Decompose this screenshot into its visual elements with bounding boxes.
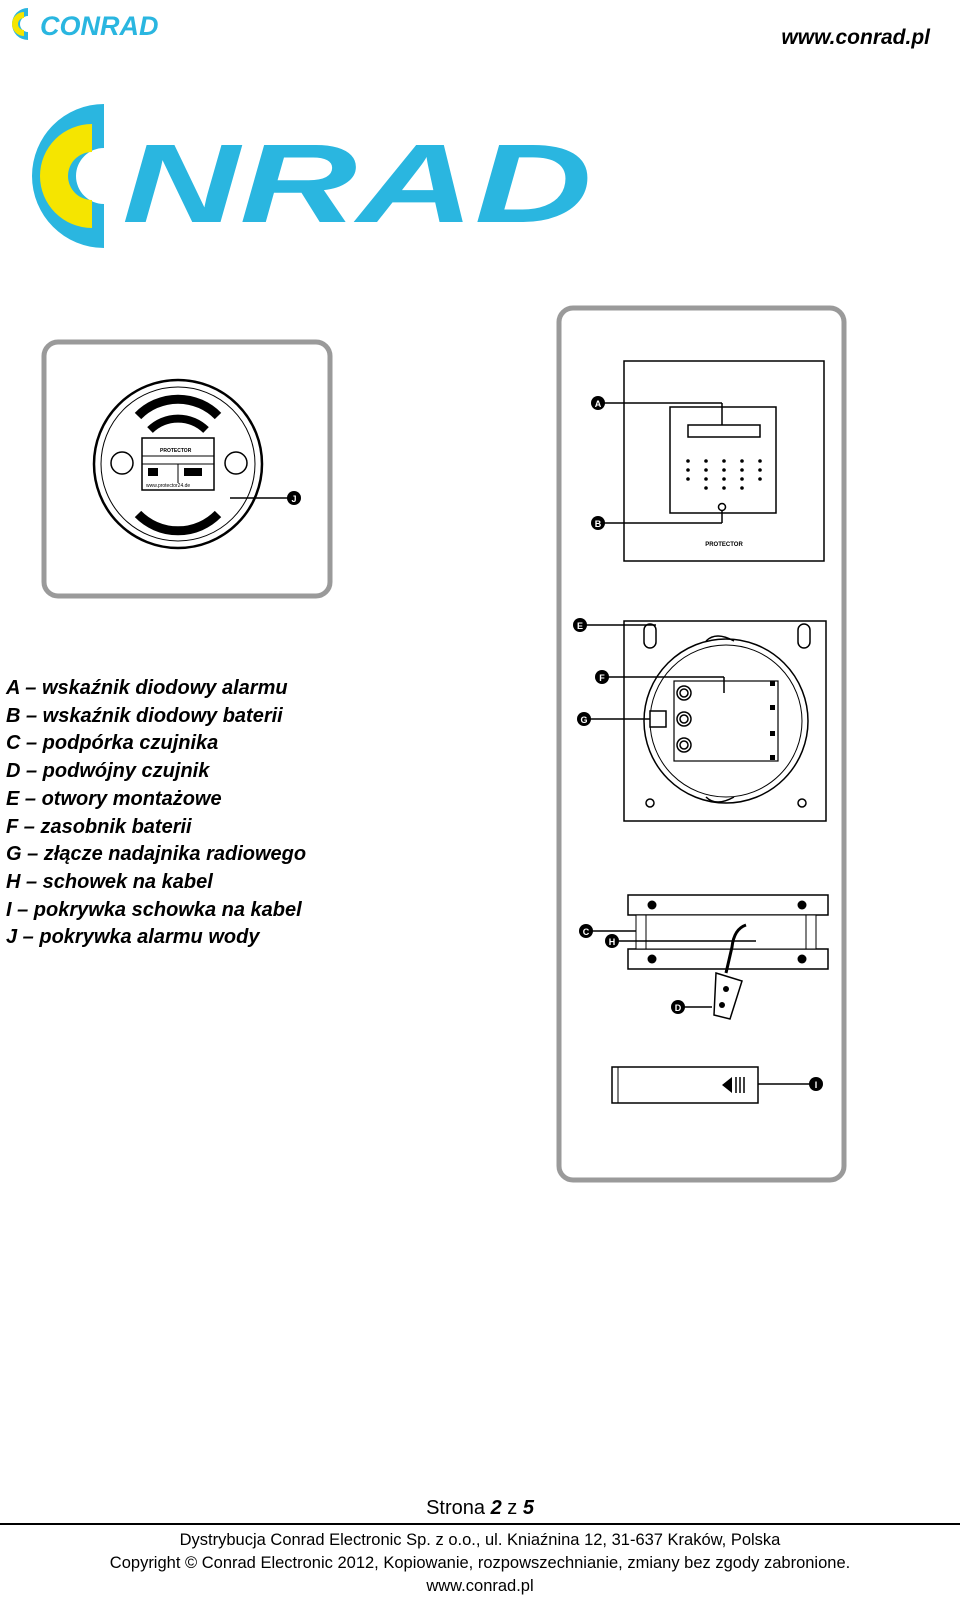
svg-text:PROTECTOR: PROTECTOR xyxy=(705,542,743,548)
page-total: 5 xyxy=(522,1497,534,1519)
page-number: Strona 2 z 5 xyxy=(426,1497,534,1519)
legend-item-h: H – schowek na kabel xyxy=(6,870,213,893)
legend-item-g: G – złącze nadajnika radiowego xyxy=(6,843,307,866)
callout-a: A xyxy=(595,399,602,409)
footer-url[interactable]: www.conrad.pl xyxy=(426,1577,534,1595)
label-brand: PROTECTOR xyxy=(160,448,192,454)
conrad-logo-small: CONRAD xyxy=(12,8,159,41)
legend-item-d: D – podwójny czujnik xyxy=(6,760,210,783)
callout-c: C xyxy=(583,927,590,937)
footer-divider xyxy=(0,1523,960,1525)
legend-item-a: A – wskaźnik diodowy alarmu xyxy=(6,677,288,699)
parts-legend: A – wskaźnik diodowy alarmu B – wskaźnik… xyxy=(6,675,306,952)
callout-h: H xyxy=(609,937,616,947)
legend-item-c: C – podpórka czujnika xyxy=(6,732,219,755)
callout-e: E xyxy=(577,621,583,631)
figure-alarm-cover: www.protector24.de PROTECTOR J xyxy=(41,339,333,599)
footer-copyright: Copyright © Conrad Electronic 2012, Kopi… xyxy=(109,1554,851,1572)
legend-item-f: F – zasobnik baterii xyxy=(6,815,192,838)
callout-b: B xyxy=(595,519,602,529)
footer-distribution: Dystrybucja Conrad Electronic Sp. z o.o.… xyxy=(179,1531,781,1549)
label-website: www.protector24.de xyxy=(146,483,190,489)
page-current: 2 xyxy=(490,1497,502,1519)
svg-text:NRAD: NRAD xyxy=(122,121,592,246)
legend-item-b: B – wskaźnik diodowy baterii xyxy=(6,704,283,727)
callout-i: I xyxy=(815,1080,818,1090)
callout-d: D xyxy=(675,1003,682,1013)
legend-item-e: E – otwory montażowe xyxy=(6,787,222,810)
callout-j: J xyxy=(291,494,296,504)
logo-text-small: CONRAD xyxy=(40,11,159,41)
site-url[interactable]: www.conrad.pl xyxy=(781,26,930,49)
legend-item-j: J – pokrywka alarmu wody xyxy=(6,926,260,949)
legend-item-i: I – pokrywka schowka na kabel xyxy=(6,898,302,921)
figure-device-views: PROTECTOR A B E F G C H xyxy=(556,305,847,1183)
callout-f: F xyxy=(599,673,605,683)
callout-g: G xyxy=(580,715,587,725)
conrad-logo-large: NRAD xyxy=(32,104,592,248)
